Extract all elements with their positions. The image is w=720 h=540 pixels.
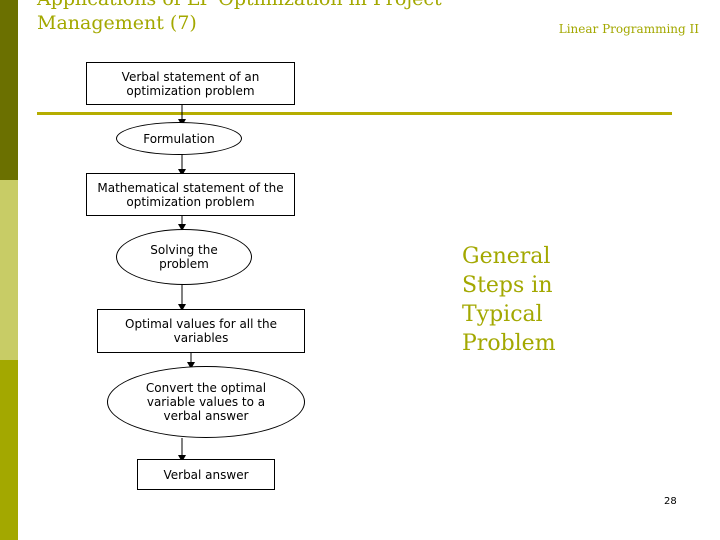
step-verbal-answer-label: Verbal answer (163, 467, 249, 482)
step-formulation: Formulation (116, 122, 242, 155)
step-mathematical-statement-label: Mathematical statement of the optimizati… (97, 180, 284, 209)
side-caption-line: Steps in (462, 273, 553, 298)
arrow-head-2 (178, 169, 186, 176)
arrow-head-4 (178, 304, 186, 311)
side-caption-line: Typical (462, 302, 543, 327)
side-bar-top (0, 0, 18, 180)
step-verbal-statement: Verbal statement of an optimization prob… (86, 62, 295, 105)
step-optimal-values: Optimal values for all the variables (97, 309, 305, 353)
side-bar-middle (0, 180, 18, 360)
title-rule (37, 112, 672, 115)
step-solving-label: Solving the problem (150, 243, 218, 271)
side-caption-line: Problem (462, 331, 556, 356)
course-label: Linear Programming II (558, 22, 699, 36)
step-convert-answer: Convert the optimal variable values to a… (107, 366, 305, 438)
side-caption: General Steps in Typical Problem (462, 242, 572, 358)
step-optimal-values-label: Optimal values for all the variables (125, 317, 277, 345)
slide-title: Applications of LP Optimization in Proje… (37, 0, 442, 34)
step-mathematical-statement: Mathematical statement of the optimizati… (86, 173, 295, 216)
step-convert-answer-label: Convert the optimal variable values to a… (145, 381, 267, 423)
side-bar-bottom (0, 360, 18, 540)
arrow-head-3 (178, 224, 186, 231)
step-verbal-statement-label: Verbal statement of an optimization prob… (121, 69, 260, 98)
step-formulation-label: Formulation (143, 131, 215, 146)
arrow-head-6 (178, 455, 186, 462)
page-number: 28 (664, 496, 677, 507)
side-caption-line: General (462, 244, 551, 269)
step-solving: Solving the problem (116, 229, 252, 285)
step-verbal-answer: Verbal answer (137, 459, 275, 490)
